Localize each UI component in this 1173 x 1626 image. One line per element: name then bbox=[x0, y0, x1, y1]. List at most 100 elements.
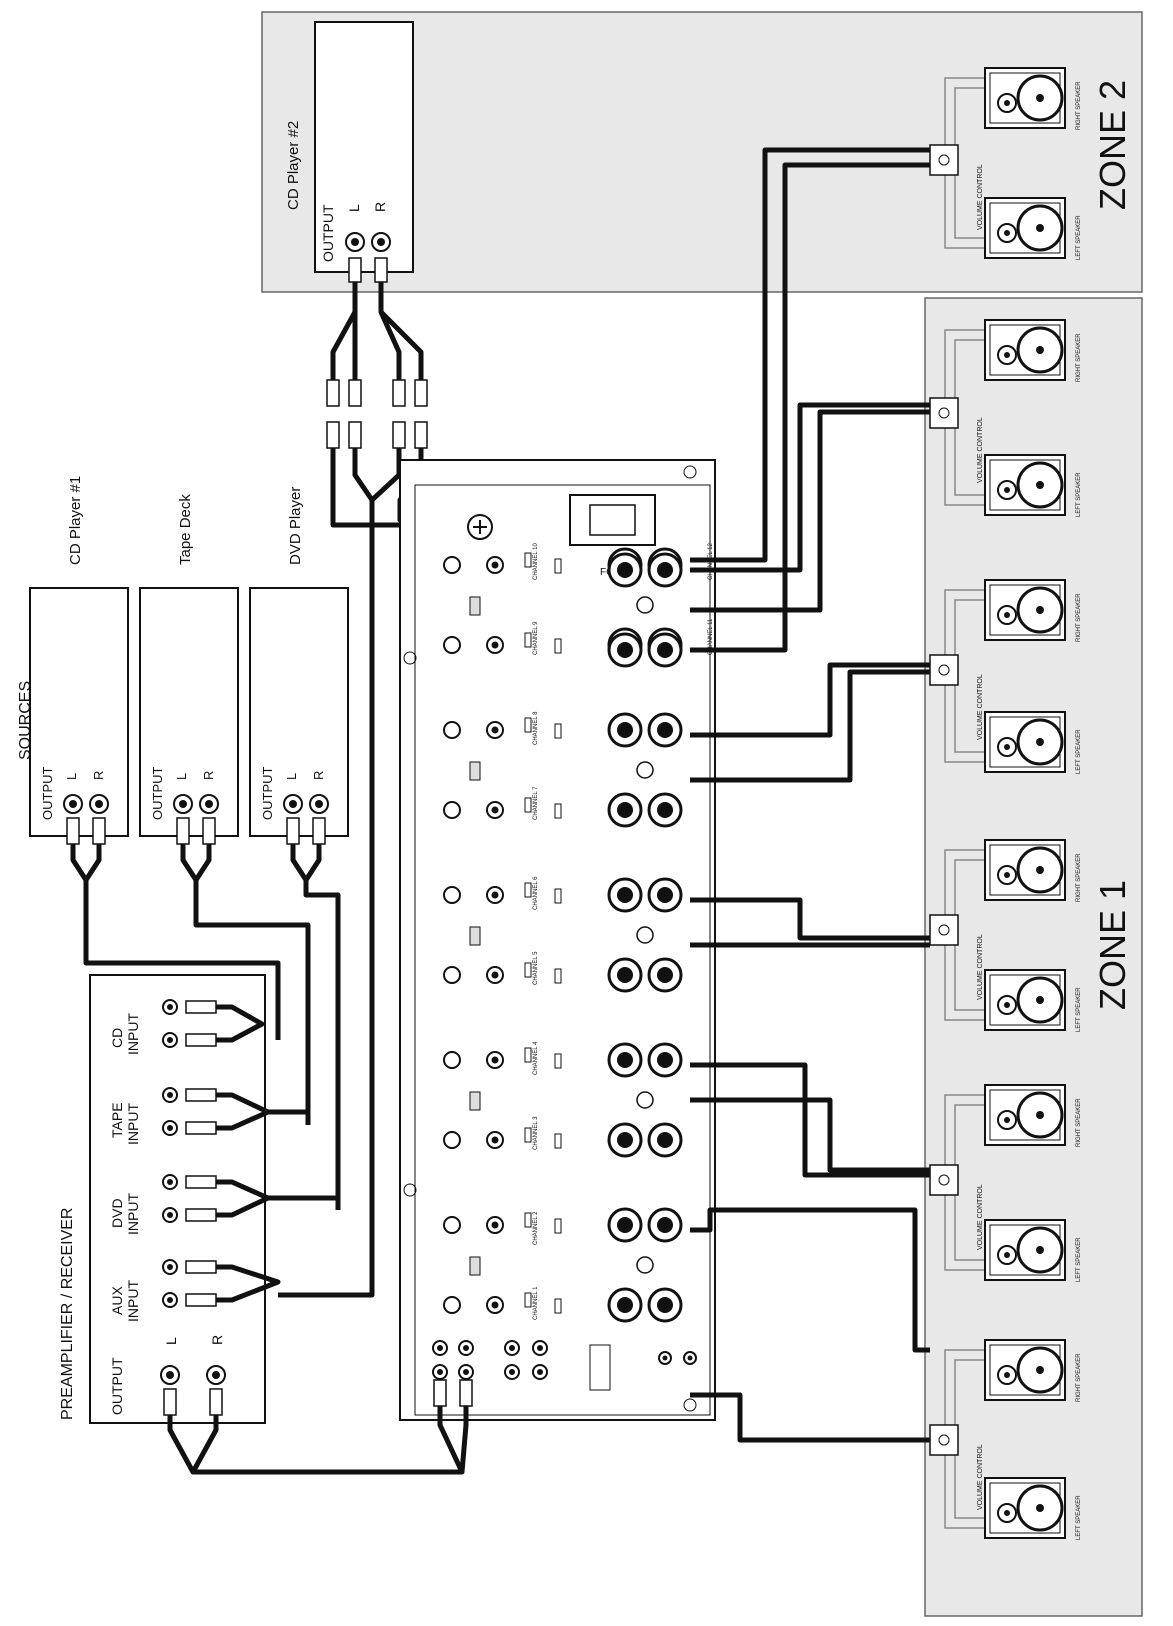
bridge-switch[interactable] bbox=[469, 926, 481, 946]
channel-strip-pair bbox=[443, 1212, 562, 1314]
mode-switch[interactable] bbox=[554, 888, 562, 904]
level-knob[interactable] bbox=[443, 1051, 461, 1069]
zone-2-label: ZONE 2 bbox=[1092, 80, 1133, 210]
source-tape-deck-label: Tape Deck bbox=[177, 494, 194, 565]
bus-switch[interactable] bbox=[524, 882, 532, 898]
level-knob[interactable] bbox=[443, 721, 461, 739]
multichannel-amplifier: FC CHANNEL 1 CHAN bbox=[399, 459, 716, 1475]
level-knob[interactable] bbox=[443, 1216, 461, 1234]
cd-player-2-output-label: OUTPUT bbox=[320, 204, 336, 262]
level-knob[interactable] bbox=[443, 636, 461, 654]
left-speaker bbox=[984, 1219, 1066, 1281]
source-tape-deck-r: R bbox=[201, 771, 216, 780]
svg-text:TAPE: TAPE bbox=[109, 1102, 125, 1138]
power-inlet[interactable] bbox=[569, 494, 656, 546]
right-speaker bbox=[984, 579, 1066, 641]
right-speaker-label: RIGHT SPEAKER bbox=[1076, 333, 1082, 382]
preamp-output-l: L bbox=[163, 1337, 179, 1345]
speaker-terminal-pair bbox=[607, 1207, 683, 1323]
svg-text:CHANNEL 6: CHANNEL 6 bbox=[533, 876, 539, 910]
cd-player-2-label: CD Player #2 bbox=[285, 121, 302, 210]
level-knob[interactable] bbox=[443, 1131, 461, 1149]
mode-switch[interactable] bbox=[554, 638, 562, 654]
bridge-switch[interactable] bbox=[469, 761, 481, 781]
channel-labels: CHANNEL 1 CHANNEL 2 CHANNEL 3 CHANNEL 4 … bbox=[533, 543, 714, 1320]
mode-switch[interactable] bbox=[554, 968, 562, 984]
mode-switch[interactable] bbox=[554, 723, 562, 739]
right-speaker-label: RIGHT SPEAKER bbox=[1076, 1098, 1082, 1147]
source-cd-player-1-output: OUTPUT bbox=[40, 767, 55, 821]
svg-text:CHANNEL 10: CHANNEL 10 bbox=[533, 543, 539, 580]
mode-switch[interactable] bbox=[554, 558, 562, 574]
bus-switch[interactable] bbox=[524, 1292, 532, 1308]
volume-control-label: VOLUME CONTROL bbox=[977, 934, 984, 1000]
volume-control[interactable] bbox=[929, 654, 959, 686]
bus-switch[interactable] bbox=[524, 1047, 532, 1063]
volume-control-label: VOLUME CONTROL bbox=[977, 674, 984, 740]
right-speaker bbox=[984, 839, 1066, 901]
mode-switch[interactable] bbox=[554, 1298, 562, 1314]
volume-control[interactable] bbox=[929, 1164, 959, 1196]
bridge-switch[interactable] bbox=[469, 1091, 481, 1111]
mode-switch[interactable] bbox=[554, 1053, 562, 1069]
volume-control[interactable] bbox=[929, 1424, 959, 1456]
amp-input-panel bbox=[432, 1340, 697, 1475]
bridge-post-icon bbox=[636, 761, 654, 779]
speaker-terminals bbox=[607, 547, 683, 1323]
source-dvd-player-l: L bbox=[284, 773, 299, 780]
left-speaker bbox=[984, 711, 1066, 773]
bus-switch[interactable] bbox=[524, 717, 532, 733]
mode-switch[interactable] bbox=[554, 1218, 562, 1234]
preamplifier-receiver: PREAMPLIFIER / RECEIVER OUTPUT L R AUX I… bbox=[59, 974, 462, 1475]
ground-screw-icon bbox=[467, 514, 493, 540]
source-dvd-player-output: OUTPUT bbox=[260, 767, 275, 821]
bus-switch[interactable] bbox=[524, 797, 532, 813]
mounting-screw-icon bbox=[683, 1398, 697, 1412]
svg-text:AUX: AUX bbox=[109, 1286, 125, 1315]
level-knob[interactable] bbox=[443, 966, 461, 984]
volume-control[interactable] bbox=[929, 914, 959, 946]
left-speaker bbox=[984, 197, 1066, 259]
mode-switch[interactable] bbox=[554, 1133, 562, 1149]
source-cd-player-1-label: CD Player #1 bbox=[67, 476, 84, 565]
bus-switch[interactable] bbox=[524, 1212, 532, 1228]
bridge-switch[interactable] bbox=[469, 1256, 481, 1276]
volume-control-label: VOLUME CONTROL bbox=[977, 164, 984, 230]
svg-text:INPUT: INPUT bbox=[125, 1193, 141, 1235]
bridge-switch[interactable] bbox=[469, 596, 481, 616]
svg-text:CHANNEL 1: CHANNEL 1 bbox=[533, 1286, 539, 1320]
mounting-screw-icon bbox=[403, 1183, 417, 1197]
channel-strip-pair bbox=[443, 552, 562, 654]
mode-switch[interactable] bbox=[554, 803, 562, 819]
bus-switch[interactable] bbox=[524, 552, 532, 568]
bus-switch[interactable] bbox=[524, 1127, 532, 1143]
speaker-terminal-pair bbox=[607, 877, 683, 993]
speaker-terminal-pair bbox=[607, 552, 683, 668]
level-knob[interactable] bbox=[443, 886, 461, 904]
cd-player-2-jack-l bbox=[345, 232, 365, 252]
source-dvd-player: DVD Player OUTPUT L R bbox=[249, 487, 349, 1210]
svg-text:INPUT: INPUT bbox=[125, 1103, 141, 1145]
source-cd-player-1-l: L bbox=[64, 773, 79, 780]
level-knob[interactable] bbox=[443, 801, 461, 819]
mounting-screw-icon bbox=[403, 651, 417, 665]
right-speaker-label: RIGHT SPEAKER bbox=[1076, 1353, 1082, 1402]
level-knob[interactable] bbox=[443, 556, 461, 574]
level-knob[interactable] bbox=[443, 1296, 461, 1314]
right-speaker bbox=[984, 1339, 1066, 1401]
bus-switch[interactable] bbox=[524, 632, 532, 648]
svg-text:CHANNEL 8: CHANNEL 8 bbox=[533, 711, 539, 745]
volume-control[interactable] bbox=[929, 144, 959, 176]
svg-text:CHANNEL 5: CHANNEL 5 bbox=[533, 951, 539, 985]
left-speaker bbox=[984, 454, 1066, 516]
bus-switch[interactable] bbox=[524, 962, 532, 978]
channel-strips bbox=[443, 552, 562, 1314]
right-speaker bbox=[984, 67, 1066, 129]
volume-control[interactable] bbox=[929, 397, 959, 429]
left-speaker-label: LEFT SPEAKER bbox=[1076, 472, 1082, 517]
